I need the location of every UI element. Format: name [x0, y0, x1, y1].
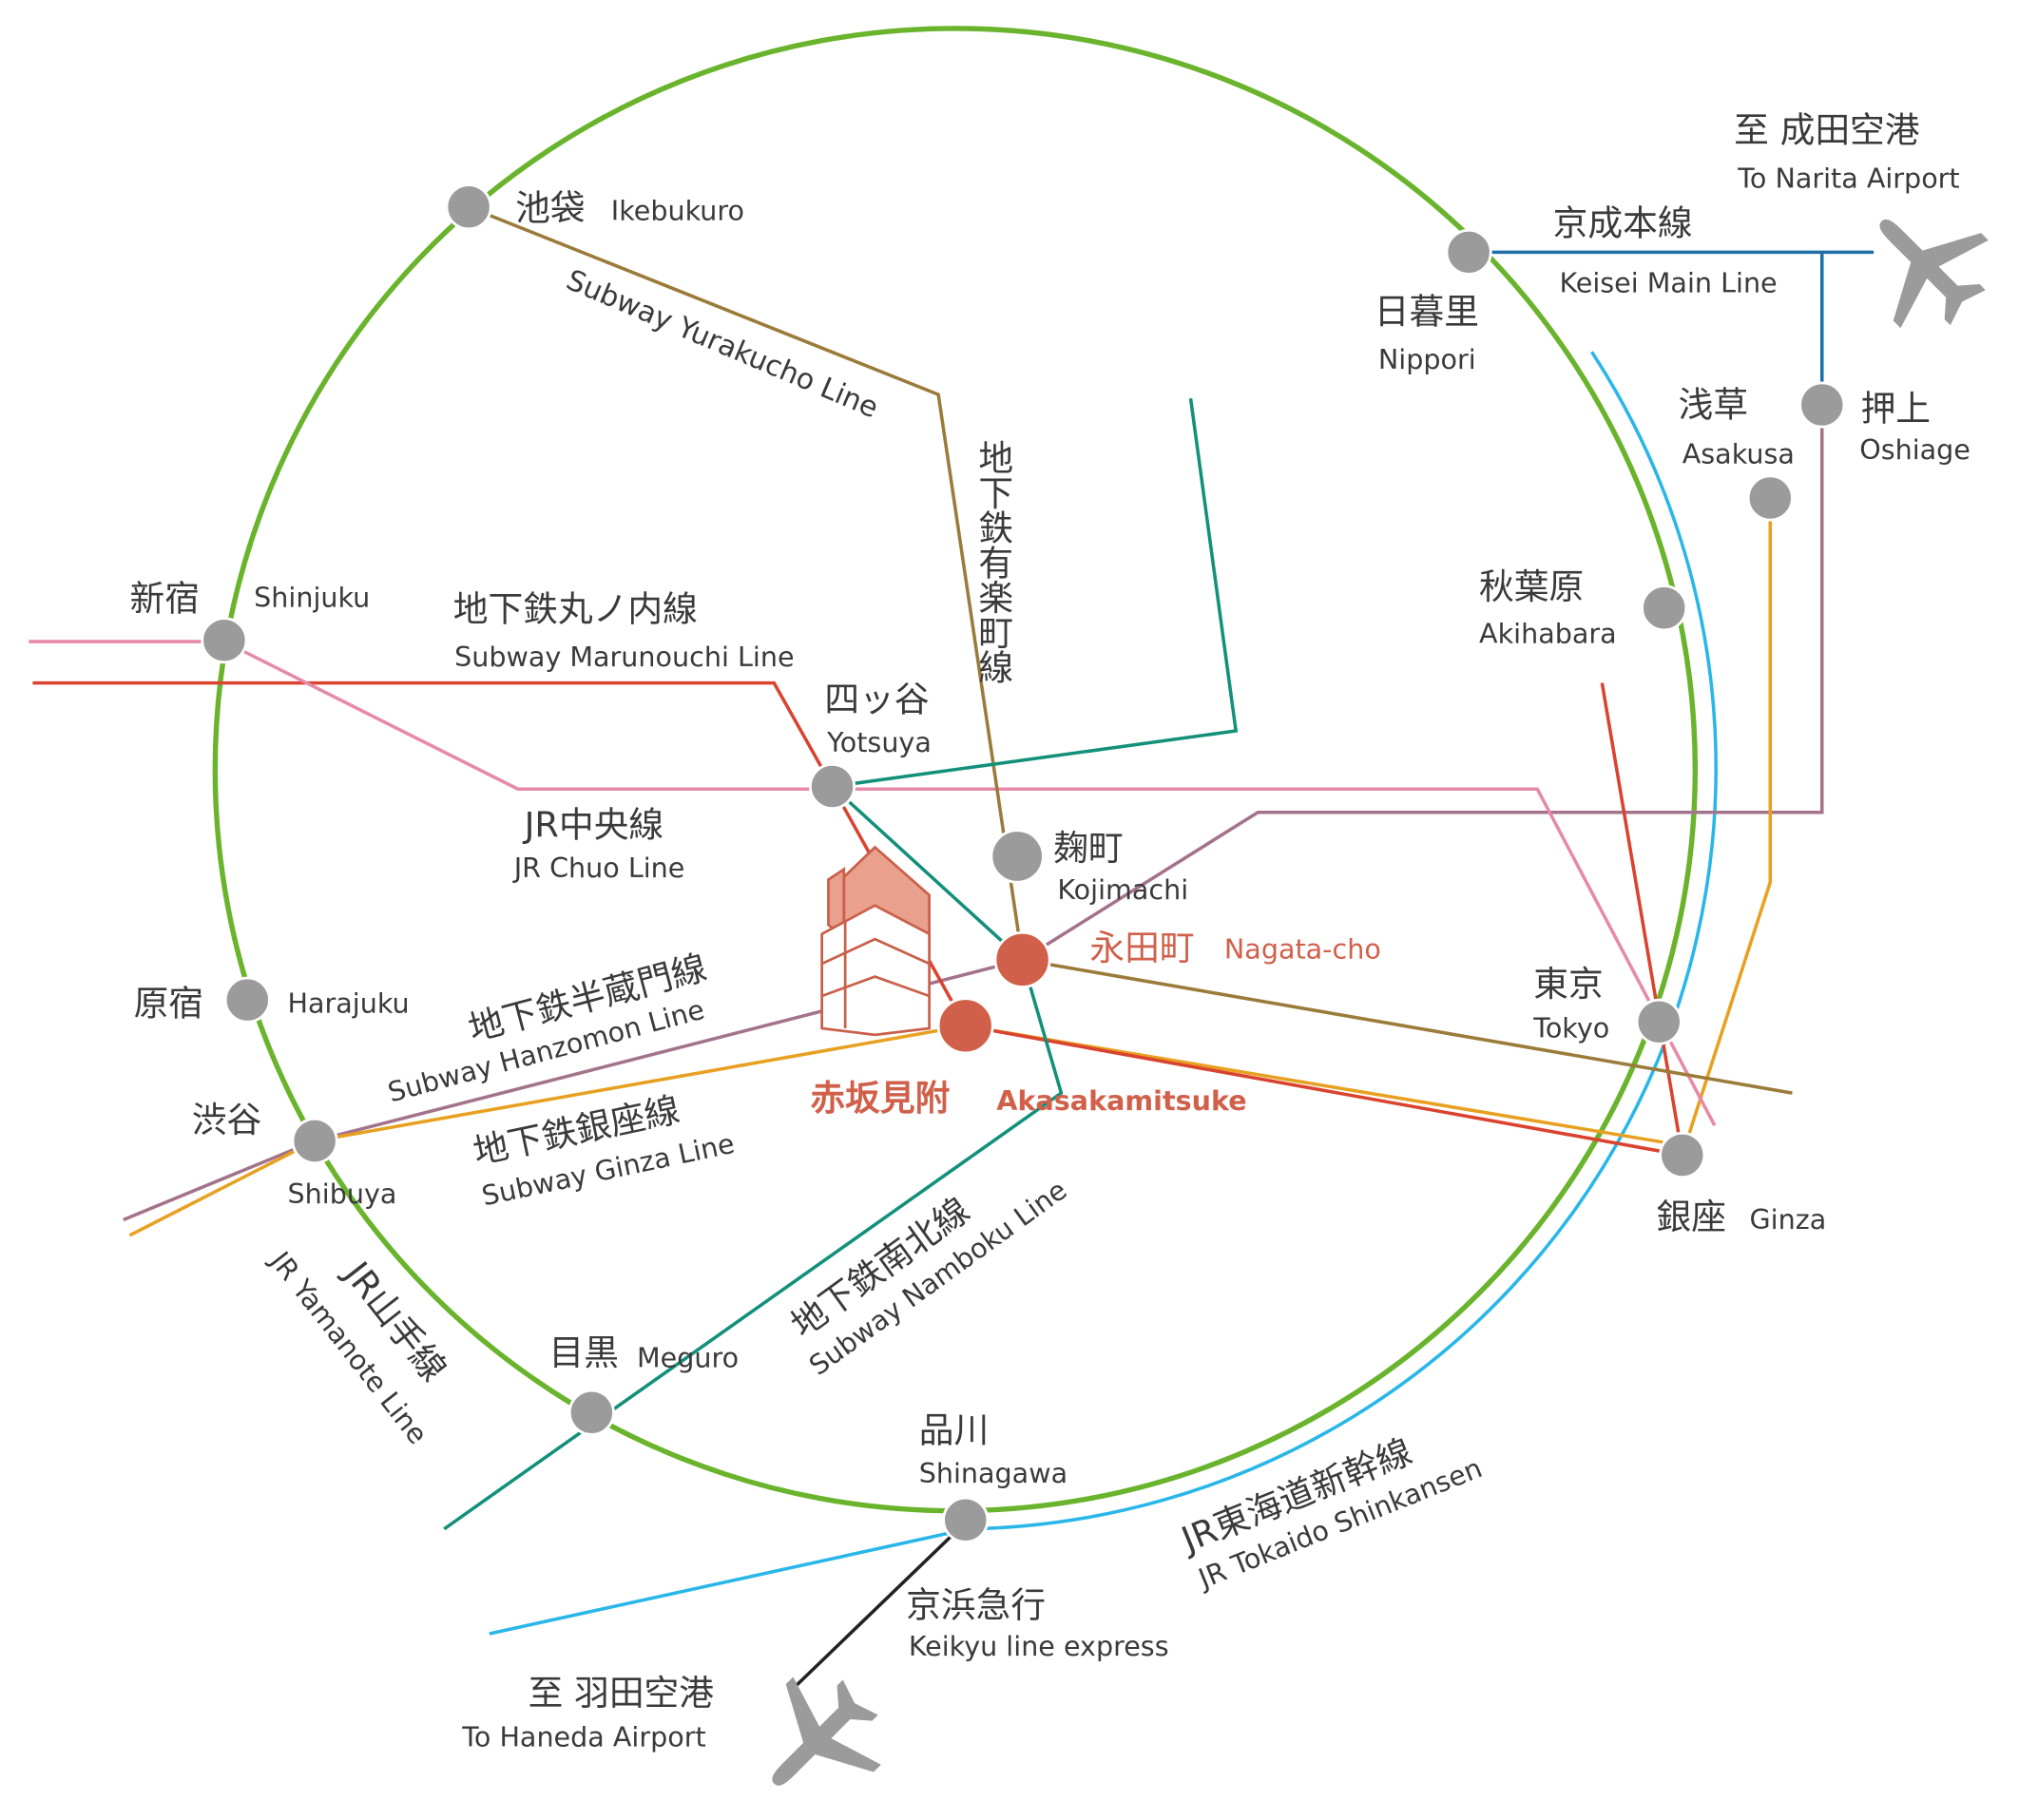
- keikyu-label-ja: 京浜急行: [906, 1584, 1046, 1625]
- label-shinagawa-ja: 品川: [919, 1410, 989, 1451]
- label-shibuya-en: Shibuya: [288, 1178, 397, 1210]
- station-shinjuku[interactable]: [201, 617, 248, 664]
- station-tokyo[interactable]: [1635, 998, 1682, 1045]
- stations: [201, 183, 1846, 1543]
- label-shinagawa-en: Shinagawa: [919, 1457, 1067, 1489]
- label-tokyo-ja: 東京: [1533, 964, 1603, 1005]
- station-harajuku[interactable]: [223, 976, 271, 1024]
- label-akihabara-en: Akihabara: [1479, 617, 1617, 649]
- yurakucho-label-ja: 地下鉄有楽町線: [972, 440, 1013, 684]
- label-harajuku-ja: 原宿: [134, 983, 203, 1024]
- station-labels: 池袋 Ikebukuro 日暮里 Nippori 押上 Oshiage 浅草 A…: [129, 187, 1970, 1488]
- station-ikebukuro[interactable]: [445, 183, 492, 231]
- haneda-label-en: To Haneda Airport: [461, 1720, 705, 1753]
- station-akasakamitsuke[interactable]: [936, 997, 994, 1055]
- haneda-label-ja: 至 羽田空港: [529, 1673, 714, 1714]
- station-shinagawa[interactable]: [942, 1496, 990, 1543]
- label-shinjuku-en: Shinjuku: [254, 581, 370, 613]
- label-nagatacho-ja: 永田町: [1089, 928, 1194, 968]
- station-yotsuya[interactable]: [809, 763, 856, 811]
- label-ikebukuro-en: Ikebukuro: [611, 194, 744, 226]
- label-ikebukuro-ja: 池袋: [515, 187, 585, 228]
- building-icon: [820, 845, 931, 1037]
- station-akihabara[interactable]: [1641, 584, 1688, 632]
- label-ginza-en: Ginza: [1750, 1203, 1827, 1236]
- label-meguro-en: Meguro: [637, 1342, 739, 1374]
- station-meguro[interactable]: [567, 1389, 615, 1436]
- keikyu-line: [788, 1518, 970, 1694]
- chuo-label-ja: JR中央線: [523, 805, 664, 846]
- label-oshiage-ja: 押上: [1861, 388, 1931, 429]
- keisei-label-ja: 京成本線: [1553, 203, 1693, 244]
- label-akihabara-ja: 秋葉原: [1479, 566, 1584, 607]
- chuo-line: [29, 640, 1717, 1126]
- keisei-line: [1469, 250, 1875, 401]
- label-yotsuya-ja: 四ッ谷: [824, 680, 929, 720]
- station-kojimachi[interactable]: [990, 829, 1045, 884]
- label-harajuku-en: Harajuku: [288, 987, 410, 1020]
- narita-label-en: To Narita Airport: [1737, 162, 1959, 194]
- marunouchi-label-en: Subway Marunouchi Line: [454, 641, 794, 673]
- station-asakusa[interactable]: [1746, 474, 1794, 522]
- label-nippori-ja: 日暮里: [1375, 291, 1479, 332]
- keisei-label-en: Keisei Main Line: [1559, 267, 1777, 299]
- label-meguro-ja: 目黒: [548, 1332, 618, 1373]
- station-oshiage[interactable]: [1798, 381, 1846, 429]
- chuo-label-en: JR Chuo Line: [512, 852, 685, 884]
- station-shibuya[interactable]: [291, 1117, 338, 1164]
- label-yotsuya-en: Yotsuya: [826, 726, 932, 758]
- label-shinjuku-ja: 新宿: [129, 578, 199, 619]
- label-kojimachi-ja: 麹町: [1053, 828, 1123, 869]
- label-oshiage-en: Oshiage: [1859, 433, 1971, 466]
- station-nippori[interactable]: [1445, 228, 1492, 276]
- label-asakusa-ja: 浅草: [1679, 384, 1748, 425]
- namboku-line: [443, 397, 1239, 1531]
- label-kojimachi-en: Kojimachi: [1057, 873, 1188, 906]
- station-nagatacho[interactable]: [993, 930, 1051, 988]
- keikyu-label-en: Keikyu line express: [909, 1630, 1169, 1662]
- label-shibuya-ja: 渋谷: [192, 1100, 261, 1140]
- label-akasakamitsuke-en: Akasakamitsuke: [996, 1084, 1246, 1117]
- yurakucho-line: [468, 205, 1793, 1095]
- label-asakusa-en: Asakusa: [1682, 437, 1795, 469]
- narita-label-ja: 至 成田空港: [1734, 110, 1919, 151]
- airplane-icon-haneda: [772, 1676, 881, 1786]
- ginza-line: [128, 498, 1773, 1237]
- yurakucho-label-en: Subway Yurakucho Line: [562, 263, 883, 425]
- label-nippori-en: Nippori: [1378, 343, 1476, 375]
- hanzomon-line: [123, 405, 1824, 1222]
- airplane-icon-narita: [1879, 219, 1989, 329]
- station-ginza[interactable]: [1659, 1131, 1706, 1178]
- label-tokyo-en: Tokyo: [1532, 1012, 1609, 1044]
- label-nagatacho-en: Nagata-cho: [1224, 933, 1381, 966]
- label-akasakamitsuke-ja: 赤坂見附: [810, 1078, 950, 1119]
- label-ginza-ja: 銀座: [1657, 1197, 1726, 1237]
- marunouchi-label-ja: 地下鉄丸ノ内線: [453, 588, 698, 629]
